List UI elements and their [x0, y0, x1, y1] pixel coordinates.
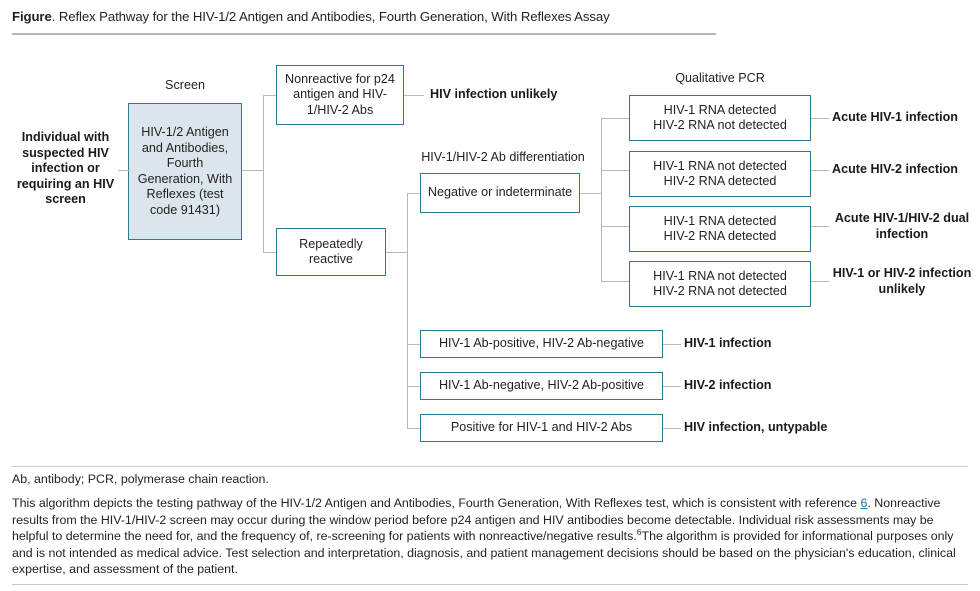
- connector-ab-2-outcome: [663, 386, 681, 388]
- node-ab-result-2[interactable]: HIV-1 Ab-negative, HIV-2 Ab-positive: [420, 372, 663, 400]
- connector-pcr-3-outcome: [811, 226, 829, 228]
- connector-to-ab-row-2: [407, 386, 421, 388]
- footer-divider-bottom: [12, 584, 968, 585]
- node-ab-negative-indeterminate[interactable]: Negative or indeterminate: [420, 173, 580, 213]
- figure-title-text: . Reflex Pathway for the HIV-1/2 Antigen…: [51, 9, 610, 24]
- connector-to-abdiff: [407, 193, 421, 195]
- node-nonreactive[interactable]: Nonreactive for p24 antigen and HIV-1/HI…: [276, 65, 404, 125]
- connector-ab-3-outcome: [663, 428, 681, 430]
- footer-abbreviations: Ab, antibody; PCR, polymerase chain reac…: [12, 472, 269, 486]
- footer-note: This algorithm depicts the testing pathw…: [12, 495, 956, 578]
- outcome-ab-1: HIV-1 infection: [684, 336, 772, 350]
- outcome-ab-3: HIV infection, untypable: [684, 420, 828, 434]
- footer-note-part1: This algorithm depicts the testing pathw…: [12, 496, 861, 510]
- footer-divider-top: [12, 466, 968, 467]
- pcr-caption: Qualitative PCR: [675, 71, 765, 85]
- outcome-ab-2: HIV-2 infection: [684, 378, 772, 392]
- connector-screen-vsplit: [263, 95, 265, 253]
- outcome-pcr-4: HIV-1 or HIV-2 infection unlikely: [832, 266, 972, 296]
- footer-note-part2: . Nonreactive results from the HIV-1/HIV…: [12, 496, 941, 544]
- connector-to-ab-row-1: [407, 344, 421, 346]
- figure-label: Figure: [12, 9, 52, 24]
- footnote-superscript: 6: [636, 527, 642, 538]
- connector-pcr-4-outcome: [811, 281, 829, 283]
- connector-reactive-vbus: [407, 193, 409, 429]
- connector-abdiff-out: [580, 193, 602, 195]
- connector-to-nonreactive: [263, 95, 277, 97]
- connector-nonreactive-outcome: [404, 95, 424, 97]
- connector-to-pcr-row-3: [601, 226, 629, 228]
- ab-differentiation-caption: HIV-1/HIV-2 Ab differentiation: [421, 150, 585, 164]
- node-ab-result-3[interactable]: Positive for HIV-1 and HIV-2 Abs: [420, 414, 663, 442]
- footer-note-part3: The algorithm is provided for informatio…: [12, 529, 956, 577]
- node-ab-result-1[interactable]: HIV-1 Ab-positive, HIV-2 Ab-negative: [420, 330, 663, 358]
- flowchart: Individual with suspected HIV infection …: [16, 65, 972, 442]
- node-pcr-result-2[interactable]: HIV-1 RNA not detected HIV-2 RNA detecte…: [629, 151, 811, 197]
- screen-caption: Screen: [165, 78, 205, 92]
- node-pcr-result-3[interactable]: HIV-1 RNA detected HIV-2 RNA detected: [629, 206, 811, 252]
- connector-pcr-1-outcome: [811, 118, 829, 120]
- outcome-pcr-3: Acute HIV-1/HIV-2 dual infection: [834, 211, 970, 241]
- connector-to-ab-row-3: [407, 428, 421, 430]
- node-pcr-result-1[interactable]: HIV-1 RNA detected HIV-2 RNA not detecte…: [629, 95, 811, 141]
- entry-label: Individual with suspected HIV infection …: [16, 130, 115, 206]
- connector-pcr-2-outcome: [811, 170, 829, 172]
- node-pcr-result-4[interactable]: HIV-1 RNA not detected HIV-2 RNA not det…: [629, 261, 811, 307]
- page-title: Figure. Reflex Pathway for the HIV-1/2 A…: [12, 9, 610, 24]
- connector-screen-out: [242, 170, 264, 172]
- outcome-nonreactive: HIV infection unlikely: [430, 87, 558, 101]
- header-divider: [12, 33, 716, 35]
- connector-to-reactive: [263, 252, 277, 254]
- node-screen-assay[interactable]: HIV-1/2 Antigen and Antibodies, Fourth G…: [128, 103, 242, 240]
- node-repeatedly-reactive[interactable]: Repeatedly reactive: [276, 228, 386, 276]
- connector-to-pcr-row-2: [601, 170, 629, 172]
- connector-reactive-out: [386, 252, 408, 254]
- connector-pcr-vbus: [601, 118, 603, 282]
- connector-entry-screen: [118, 170, 130, 172]
- connector-to-pcr-row-4: [601, 281, 629, 283]
- connector-to-pcr-row-1: [601, 118, 629, 120]
- reference-link[interactable]: 6: [860, 496, 868, 510]
- outcome-pcr-1: Acute HIV-1 infection: [832, 110, 958, 124]
- connector-ab-1-outcome: [663, 344, 681, 346]
- outcome-pcr-2: Acute HIV-2 infection: [832, 162, 958, 176]
